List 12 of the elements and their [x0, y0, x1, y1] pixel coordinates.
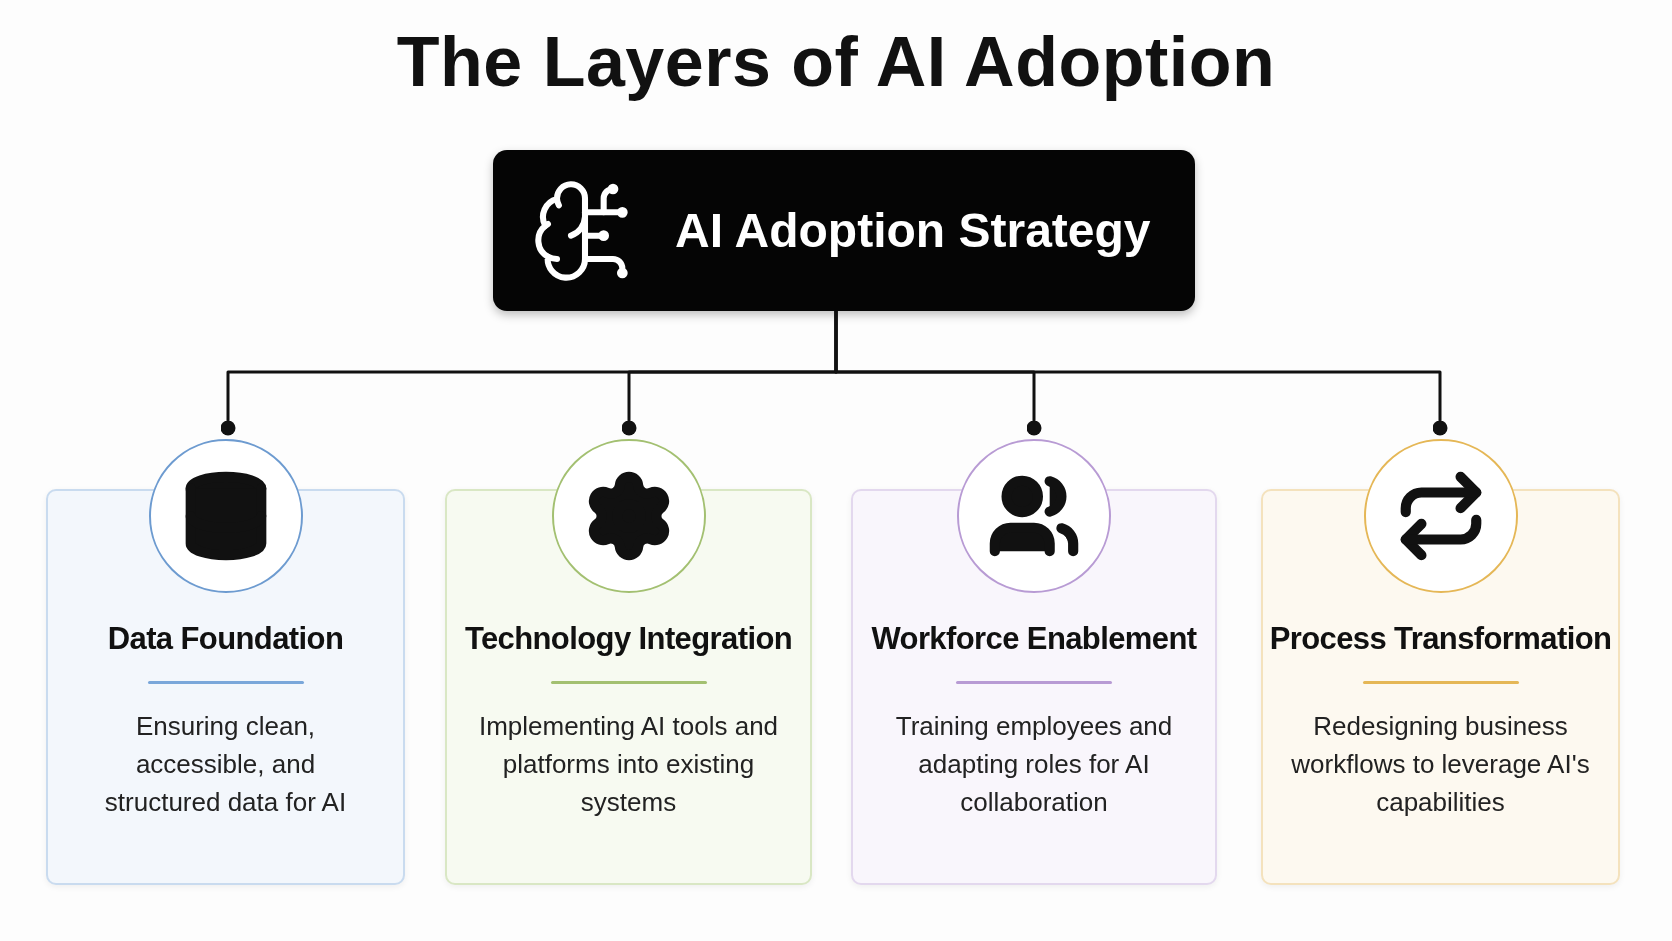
diagram-title: The Layers of AI Adoption: [396, 22, 1276, 102]
card-description: Ensuring clean, accessible, and structured data for AI: [103, 710, 348, 819]
strategy-box: [493, 150, 1195, 311]
card-description: Training employees and adapting roles for AI collaboration: [894, 710, 1174, 819]
card-description: Redesigning business workflows to leverage AI's capabilities: [1290, 710, 1591, 819]
card-heading: Technology Integration: [464, 621, 793, 657]
connector-line: [834, 311, 1448, 436]
card-heading: Data Foundation: [107, 621, 344, 657]
strategy-title: AI Adoption Strategy: [675, 203, 1151, 258]
card-heading: Process Transformation: [1269, 621, 1612, 657]
card-heading: Workforce Enablement: [871, 621, 1197, 657]
card-description: Implementing AI tools and platforms into existing systems: [478, 710, 779, 819]
